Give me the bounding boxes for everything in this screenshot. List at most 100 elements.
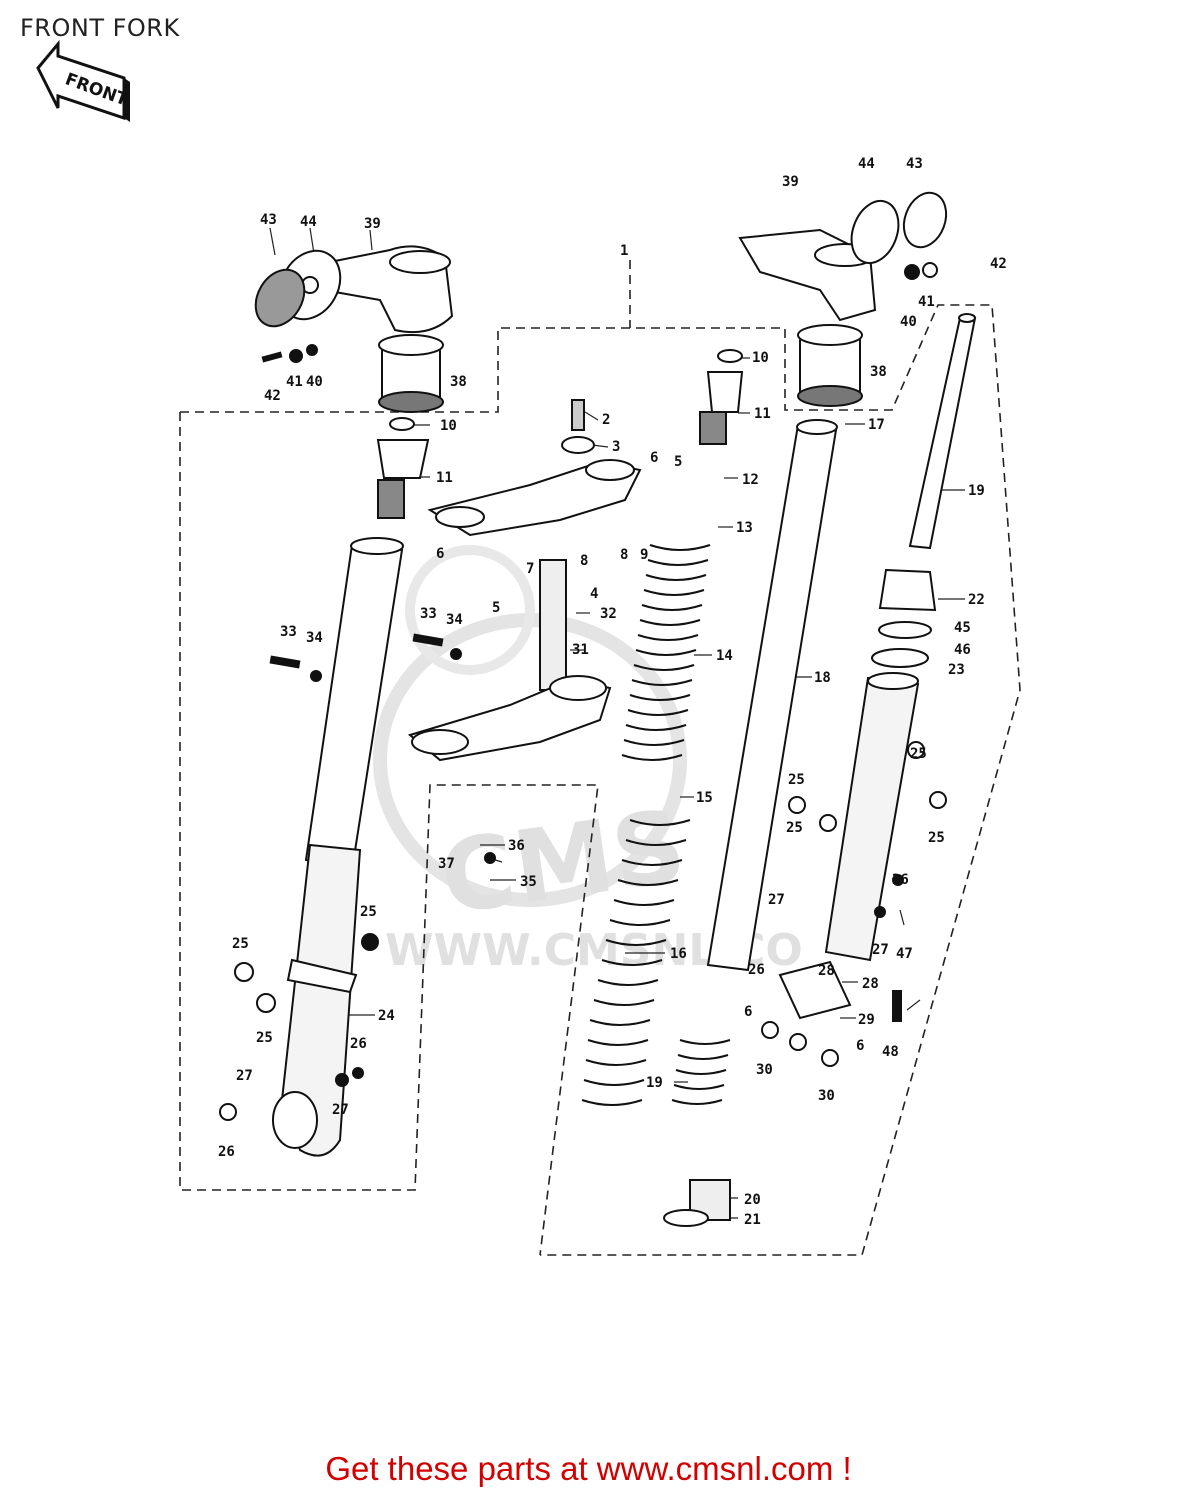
callout-26: 26 (892, 872, 909, 888)
callout-40: 40 (900, 314, 917, 330)
callout-11: 11 (754, 406, 771, 422)
callout-14: 14 (716, 648, 733, 664)
steering-stem (407, 559, 612, 762)
left-headlight-bracket (254, 245, 454, 334)
callout-5: 5 (492, 600, 500, 616)
callout-26: 26 (218, 1144, 235, 1160)
callout-22: 22 (968, 592, 985, 608)
callout-15: 15 (696, 790, 713, 806)
callout-42: 42 (990, 256, 1007, 272)
callout-6: 6 (744, 1004, 752, 1020)
callout-29: 29 (858, 1012, 875, 1028)
part-callouts: 1 2 3 4 5 5 6 6 6 6 7 8 8 9 10 10 11 11 … (218, 156, 1007, 1228)
callout-41: 41 (918, 294, 935, 310)
callout-44: 44 (300, 214, 317, 230)
damper-rod (908, 313, 977, 550)
callout-6: 6 (436, 546, 444, 562)
assembly-boundary-lines (179, 260, 1021, 1256)
callout-3: 3 (612, 439, 620, 455)
callout-44: 44 (858, 156, 875, 172)
callout-19: 19 (646, 1075, 663, 1091)
left-fork-cap-bolt (376, 417, 430, 519)
callout-17: 17 (868, 417, 885, 433)
callout-23: 23 (948, 662, 965, 678)
callout-13: 13 (736, 520, 753, 536)
callout-25: 25 (928, 830, 945, 846)
callout-6: 6 (856, 1038, 864, 1054)
callout-43: 43 (906, 156, 923, 172)
callout-26: 26 (748, 962, 765, 978)
callout-28: 28 (862, 976, 879, 992)
callout-32: 32 (600, 606, 617, 622)
callout-8: 8 (620, 547, 628, 563)
callout-25: 25 (256, 1030, 273, 1046)
callout-27: 27 (872, 942, 889, 958)
callout-20: 20 (744, 1192, 761, 1208)
callout-25: 25 (360, 904, 377, 920)
callout-24: 24 (378, 1008, 395, 1024)
right-fork-cap-bolt (699, 349, 744, 445)
callout-34: 34 (446, 612, 463, 628)
page-title: FRONT FORK (20, 14, 180, 42)
callout-35: 35 (520, 874, 537, 890)
callout-39: 39 (364, 216, 381, 232)
callout-28: 28 (818, 963, 835, 979)
callout-27: 27 (236, 1068, 253, 1084)
callout-30: 30 (818, 1088, 835, 1104)
right-headlight-bracket (738, 191, 948, 322)
left-fork-cover (378, 334, 444, 413)
footer-promo-text: Get these parts at www.cmsnl.com ! (325, 1450, 852, 1487)
callout-37: 37 (438, 856, 455, 872)
front-arrow-icon (36, 39, 130, 122)
callout-1: 1 (620, 243, 628, 259)
callout-38: 38 (870, 364, 887, 380)
callout-21: 21 (744, 1212, 761, 1228)
callout-8: 8 (580, 553, 588, 569)
callout-10: 10 (752, 350, 769, 366)
callout-25: 25 (788, 772, 805, 788)
misc-bolts (219, 633, 947, 1121)
callout-27: 27 (332, 1102, 349, 1118)
steering-top-bridge (427, 399, 642, 537)
callout-33: 33 (420, 606, 437, 622)
callout-25: 25 (910, 746, 927, 762)
callout-31: 31 (572, 642, 589, 658)
right-fork-slider (778, 568, 937, 1020)
callout-11: 11 (436, 470, 453, 486)
callout-12: 12 (742, 472, 759, 488)
callout-40: 40 (306, 374, 323, 390)
callout-39: 39 (782, 174, 799, 190)
callout-48: 48 (882, 1044, 899, 1060)
callout-4: 4 (590, 586, 598, 602)
callout-7: 7 (526, 561, 534, 577)
callout-43: 43 (260, 212, 277, 228)
callout-33: 33 (280, 624, 297, 640)
callout-6: 6 (650, 450, 658, 466)
callout-9: 9 (640, 547, 648, 563)
callout-25: 25 (786, 820, 803, 836)
callout-25: 25 (232, 936, 249, 952)
callout-34: 34 (306, 630, 323, 646)
callout-46: 46 (954, 642, 971, 658)
left-bracket-bolts (261, 344, 318, 363)
callout-2: 2 (602, 412, 610, 428)
callout-16: 16 (670, 946, 687, 962)
callout-45: 45 (954, 620, 971, 636)
callout-30: 30 (756, 1062, 773, 1078)
callout-26: 26 (350, 1036, 367, 1052)
front-direction-badge: FRONT (36, 39, 131, 122)
callout-36: 36 (508, 838, 525, 854)
callout-10: 10 (440, 418, 457, 434)
right-inner-tube (663, 419, 838, 1227)
callout-18: 18 (814, 670, 831, 686)
fork-springs (581, 544, 731, 1106)
callout-19: 19 (968, 483, 985, 499)
callout-41: 41 (286, 374, 303, 390)
callout-47: 47 (896, 946, 913, 962)
callout-42: 42 (264, 388, 281, 404)
callout-27: 27 (768, 892, 785, 908)
right-fork-cover (797, 324, 863, 407)
callout-5: 5 (674, 454, 682, 470)
callout-38: 38 (450, 374, 467, 390)
